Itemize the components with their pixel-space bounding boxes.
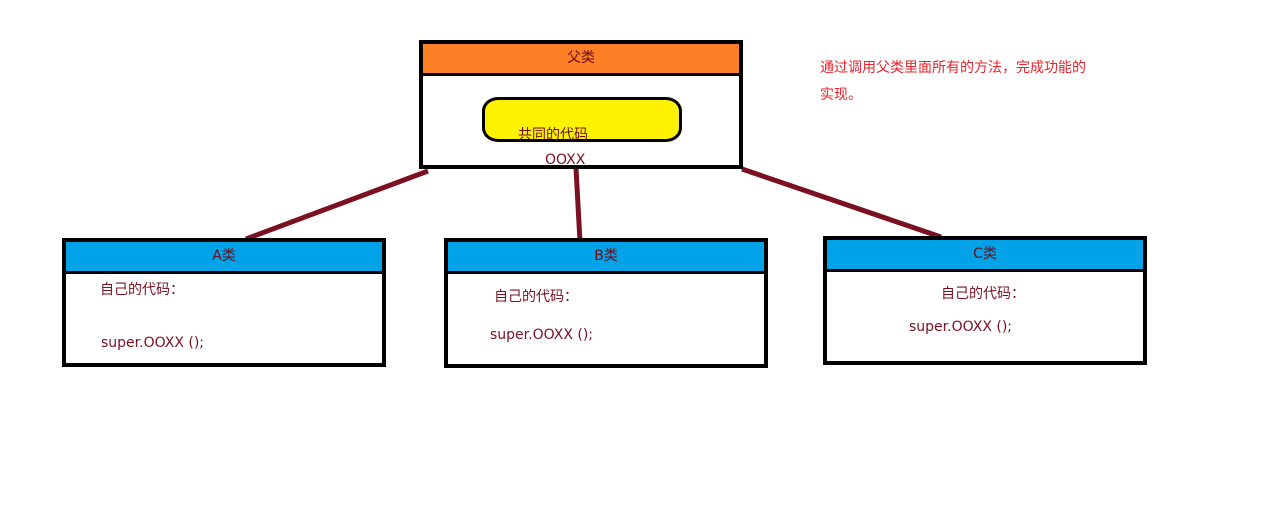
- common-code-label: 共同的代码: [518, 127, 588, 143]
- super-call-label-b: super.OOXX ();: [490, 327, 594, 343]
- parent-class-header: 父类: [423, 44, 739, 76]
- parent-method-label: OOXX: [545, 152, 586, 168]
- super-call-label-a: super.OOXX ();: [101, 335, 205, 351]
- common-code-block: [482, 97, 682, 142]
- parent-class-box: 父类 共同的代码 OOXX: [419, 40, 743, 169]
- own-code-label-a: 自己的代码：: [100, 282, 184, 298]
- connector-parent-to-a: [245, 168, 429, 242]
- own-code-label-b: 自己的代码：: [494, 289, 578, 305]
- super-call-label-c: super.OOXX ();: [909, 319, 1013, 335]
- child-class-header-a: A类: [66, 242, 382, 274]
- child-class-box-c: C类 自己的代码： super.OOXX ();: [823, 236, 1147, 365]
- connector-parent-to-b: [573, 167, 583, 243]
- child-class-box-b: B类 自己的代码： super.OOXX ();: [444, 238, 768, 368]
- child-class-box-a: A类 自己的代码： super.OOXX ();: [62, 238, 386, 367]
- child-class-header-b: B类: [448, 242, 764, 274]
- explanation-note: 通过调用父类里面所有的方法，完成功能的实现。: [820, 60, 1086, 103]
- own-code-label-c: 自己的代码：: [941, 286, 1025, 302]
- connector-parent-to-c: [741, 166, 942, 240]
- child-class-header-c: C类: [827, 240, 1143, 272]
